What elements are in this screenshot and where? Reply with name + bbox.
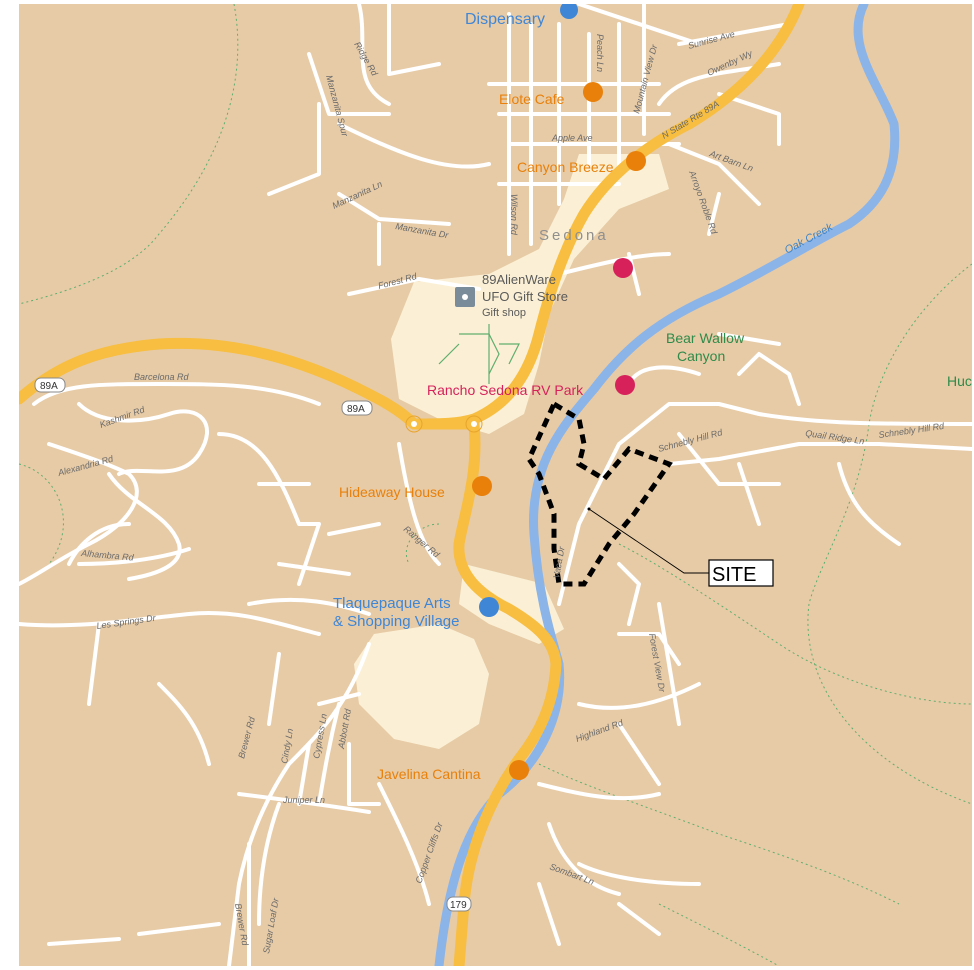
canyon-breeze-marker-icon[interactable]	[626, 151, 646, 171]
rv-park-label[interactable]: Rancho Sedona RV Park	[427, 382, 584, 398]
site-leader-line	[588, 508, 709, 574]
shield-89a-left: 89A	[40, 381, 58, 392]
elote-marker-icon[interactable]	[583, 82, 603, 102]
road-label-kashmir: Kashmir Rd	[98, 404, 147, 430]
road-label-peach: Peach Ln	[595, 34, 605, 72]
highways	[19, 4, 805, 966]
dispensary-label[interactable]: Dispensary	[465, 11, 545, 28]
road-label-apple: Apple Ave	[551, 133, 593, 143]
attraction-marker-icon[interactable]	[613, 258, 633, 278]
roundabout-west	[411, 421, 417, 427]
route-shields: 89A 89A 179	[34, 377, 472, 912]
huc-label: Huc	[947, 373, 972, 389]
road-label-juniper: Juniper Ln	[282, 795, 325, 805]
road-label-alhambra: Alhambra Rd	[80, 548, 135, 563]
road-label-brewer-1: Brewer Rd	[236, 715, 257, 760]
dispensary-marker[interactable]	[560, 4, 578, 19]
road-label-wilson: Wilson Rd	[509, 194, 519, 236]
road-label-highland: Highland Rd	[574, 717, 625, 744]
developed-area-south	[354, 624, 489, 749]
road-label-barcelona: Barcelona Rd	[134, 372, 190, 382]
roundabout-east	[471, 421, 477, 427]
uptown-trails	[438, 324, 520, 384]
javelina-marker-icon[interactable]	[509, 760, 529, 780]
shield-89a-mid: 89A	[347, 404, 365, 415]
gift-shop-label: Gift shop	[482, 307, 526, 319]
tlaquepaque-label-1[interactable]: Tlaquepaque Arts	[333, 595, 451, 612]
site-label: SITE	[712, 564, 756, 586]
road-label-arroyo: Arroyo Roble Rd	[687, 168, 720, 236]
rv-park-marker-icon[interactable]	[615, 375, 635, 395]
map-svg: SITE Dispensary Elote Cafe Canyon Breeze…	[19, 4, 972, 966]
road-label-sunrise: Sunrise Ave	[687, 29, 736, 51]
poi-markers	[455, 4, 646, 780]
site-point	[587, 507, 591, 511]
hideaway-marker-icon[interactable]	[472, 476, 492, 496]
bear-wallow-label-1[interactable]: Bear Wallow	[666, 330, 745, 346]
road-label-les-springs: Les Springs Dr	[96, 613, 157, 631]
alienware-label-1[interactable]: 89AlienWare	[482, 272, 556, 287]
tlaquepaque-label-2[interactable]: & Shopping Village	[333, 613, 460, 630]
bear-wallow-label-2[interactable]: Canyon	[677, 348, 725, 364]
canyon-breeze-label[interactable]: Canyon Breeze	[517, 159, 614, 175]
developed-area-uptown	[391, 154, 669, 434]
elote-label[interactable]: Elote Cafe	[499, 91, 565, 107]
road-label-copper: Copper Cliffs Dr	[413, 820, 445, 885]
local-roads	[19, 4, 972, 966]
road-label-sugar-loaf: Sugar Loaf Dr	[261, 896, 281, 954]
road-label-ranger: Ranger Rd	[402, 524, 443, 560]
hideaway-label[interactable]: Hideaway House	[339, 484, 445, 500]
town-label: Sedona	[539, 227, 609, 244]
trails	[19, 4, 972, 966]
shield-179: 179	[450, 900, 467, 911]
tlaquepaque-marker-icon[interactable]	[479, 597, 499, 617]
highway-outline	[405, 415, 483, 433]
alienware-label-2[interactable]: UFO Gift Store	[482, 289, 568, 304]
javelina-label[interactable]: Javelina Cantina	[377, 766, 481, 782]
map-canvas[interactable]: SITE Dispensary Elote Cafe Canyon Breeze…	[19, 4, 972, 966]
site-label-box	[708, 559, 774, 587]
road-label-n-state: N State Rte 89A	[660, 99, 721, 141]
site-boundary[interactable]	[526, 400, 673, 587]
